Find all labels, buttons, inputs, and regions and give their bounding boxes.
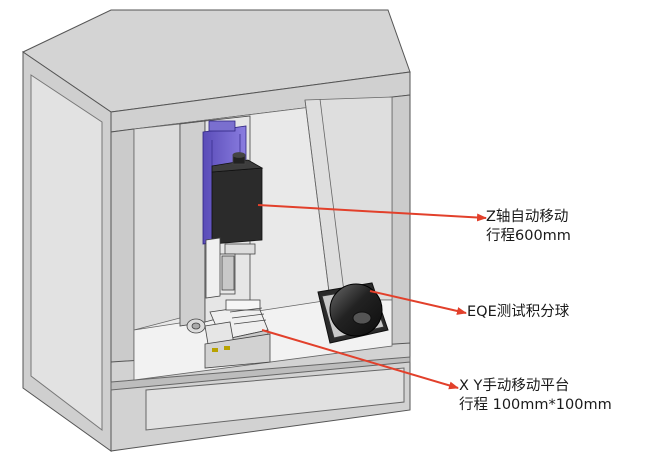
- sphere-body: [329, 283, 383, 337]
- arrow-xy-stage: [261, 329, 459, 390]
- z-axis-column: [179, 115, 264, 327]
- cabinet-right-post: [391, 94, 411, 347]
- arrow-z-axis: [257, 204, 487, 222]
- arrow-eqe: [369, 290, 467, 315]
- cabinet-frame: [21, 9, 411, 452]
- callout-z-axis: Z轴自动移动 行程600mm: [486, 208, 571, 246]
- callout-arrows: [257, 204, 487, 390]
- cabinet-left-post: [110, 128, 135, 383]
- callout-xy-line2: 行程 100mm*100mm: [459, 397, 612, 413]
- xy-stage: [186, 299, 271, 369]
- callout-eqe-sphere: EQE测试积分球: [467, 303, 569, 322]
- callout-z-axis-line2: 行程600mm: [486, 228, 571, 244]
- callout-xy-stage: X Y手动移动平台 行程 100mm*100mm: [459, 377, 612, 415]
- callout-z-axis-line1: Z轴自动移动: [486, 209, 569, 225]
- callout-eqe-line1: EQE测试积分球: [467, 304, 570, 320]
- camera-box: [211, 167, 263, 245]
- integrating-sphere: [317, 282, 389, 344]
- callout-xy-line1: X Y手动移动平台: [459, 378, 570, 394]
